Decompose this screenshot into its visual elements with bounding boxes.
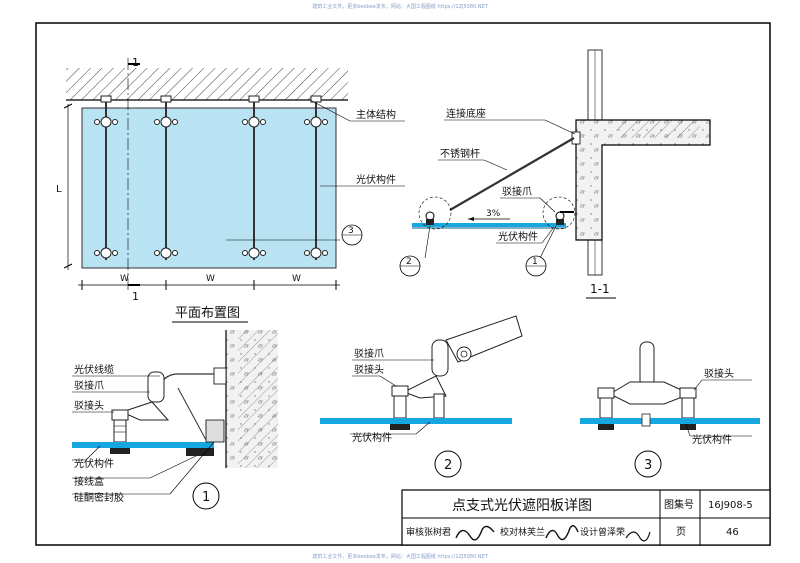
point-fixings-plan: [94, 95, 328, 259]
pv-glass-panel-plan: [81, 107, 337, 269]
leader-stainless-rod: 不锈钢杆: [440, 147, 480, 160]
reviewer-signature: [455, 525, 495, 541]
checker: 校对林芙兰: [500, 526, 545, 538]
plan-view: 1 1 L W W W 主体结构 光伏构件 3 平面布置图: [56, 56, 405, 323]
leader-pv-detail2: 光伏构件: [352, 431, 392, 444]
detail-1: 光伏线缆 驳接爪 驳接头 光伏构件 接线盒 硅酮密封胶 1: [72, 330, 278, 510]
watermark-top: 建筑工业文件，更多beebee发布，网站：大国工程图纸 https://1ZJ5…: [312, 4, 488, 10]
detail-3-number: 3: [644, 458, 652, 473]
leader-pv-cable: 光伏线缆: [74, 363, 114, 376]
section-mark-bottom: 1: [132, 290, 139, 303]
pv-bar-detail1: [72, 442, 214, 448]
pv-bar-detail2: [320, 418, 512, 424]
atlas-label: 图集号: [664, 498, 694, 511]
detail-2-number: 2: [444, 458, 452, 473]
leader-head-detail3: 驳接头: [704, 367, 734, 380]
leader-pv-detail3: 光伏构件: [692, 433, 732, 446]
leader-claw-detail2: 驳接爪: [354, 347, 384, 360]
leader-main-structure: 主体结构: [356, 108, 396, 121]
dimension-w-1: W: [120, 274, 129, 284]
drawing-title: 点支式光伏遮阳板详图: [452, 498, 592, 514]
leader-sealant: 硅酮密封胶: [74, 491, 124, 504]
section-mark-top: 1: [132, 56, 139, 69]
page-label: 页: [676, 526, 686, 538]
atlas-number: 16J908-5: [708, 500, 753, 511]
section-title: 1-1: [590, 282, 610, 296]
callout-1-section: 1: [532, 257, 538, 267]
checker-signature: [545, 525, 579, 541]
plan-title: 平面布置图: [175, 306, 240, 321]
pv-bar-detail3: [580, 418, 760, 424]
designer-signature: [625, 531, 651, 542]
dimension-l: L: [56, 184, 62, 195]
leader-head-detail1: 驳接头: [74, 399, 104, 412]
dimension-w-2: W: [206, 274, 215, 284]
section-1-1: 3% 连接底座 不锈钢杆 驳接爪 光伏构件 2 1 1-1: [399, 49, 711, 299]
leader-pv-plan: 光伏构件: [356, 173, 396, 186]
leader-pv-detail1: 光伏构件: [74, 457, 114, 470]
callout-2-section: 2: [406, 257, 412, 267]
page-number: 46: [726, 527, 739, 538]
designer: 设计曾泽荣: [580, 526, 625, 538]
dimension-w-3: W: [292, 274, 301, 284]
leader-connecting-base: 连接底座: [446, 107, 486, 120]
leader-claw-section: 驳接爪: [502, 185, 532, 198]
stainless-rod: [449, 137, 575, 211]
detail-3: 驳接头 光伏构件 3: [580, 341, 760, 478]
junction-box: [186, 448, 214, 456]
detail-1-number: 1: [202, 490, 210, 505]
slope-label: 3%: [486, 209, 501, 219]
reviewer: 审核张树君: [406, 526, 451, 538]
detail-2: 驳接爪 驳接头 光伏构件 2: [320, 315, 523, 478]
leader-junction-box: 接线盒: [74, 475, 104, 488]
leader-pv-section: 光伏构件: [498, 230, 538, 243]
leader-head-detail2: 驳接头: [354, 363, 384, 376]
leader-claw-detail1: 驳接爪: [74, 379, 104, 392]
watermark-bottom: 建筑工业文件，更多beebee发布，网站：大国工程图纸 https://1ZJ5…: [312, 554, 488, 560]
title-block: 点支式光伏遮阳板详图 图集号 16J908-5 审核张树君 校对林芙兰 设计曾泽…: [401, 489, 771, 546]
callout-3-plan: 3: [348, 226, 354, 236]
